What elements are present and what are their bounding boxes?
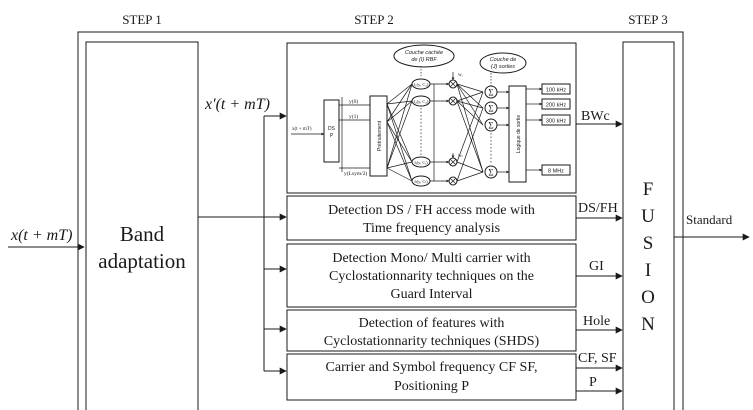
fusion-letter-n: N (641, 314, 655, 335)
band-output-300khz (541, 114, 571, 126)
fusion-letter-s: S (643, 233, 654, 254)
svg-text:Σ: Σ (488, 88, 493, 98)
step-1-label: STEP 1 (122, 12, 162, 27)
fusion-letter-f: F (643, 179, 654, 200)
fusion-block (622, 41, 675, 410)
fusion-letter-i: I (645, 260, 651, 281)
svg-text:fₗ(y, Cₗ): fₗ(y, Cₗ) (414, 179, 428, 185)
output-layer-label-bubble (479, 52, 527, 74)
gi-label: GI (589, 259, 604, 274)
sample-label-1: y(1) (349, 113, 358, 120)
fusion-letter-u: U (641, 206, 655, 227)
p-label: P (589, 375, 597, 390)
bwc-label: BWc (581, 109, 610, 124)
cfsf-label: CF, SF (578, 351, 617, 366)
band-adaptation-line-2: adaptation (98, 249, 186, 273)
detection-shds-block (286, 309, 577, 352)
svg-text:Couche cachée: Couche cachée (405, 50, 443, 56)
fusion-letter-o: O (641, 287, 655, 308)
mid-signal-label: x′(t + mT) (204, 96, 270, 113)
detection-gi-block (286, 243, 577, 308)
sample-label-0: y(0) (349, 98, 358, 105)
step-2-label: STEP 2 (354, 12, 394, 27)
detection-dsfh-line-1: Detection DS / FH access mode with (328, 203, 535, 218)
band-output-200khz (541, 98, 571, 110)
preprocessing-block (369, 95, 388, 177)
svg-text:8 MHz: 8 MHz (548, 169, 564, 175)
svg-text:DS: DS (328, 126, 336, 132)
band-output-100khz (541, 83, 571, 95)
band-output-8mhz (541, 164, 571, 176)
detection-gi-line-1: Detection Mono/ Multi carrier with (332, 251, 530, 266)
carrier-symbol-line-2: Positioning P (394, 379, 469, 394)
svg-text:f₁(y, C₁): f₁(y, C₁) (414, 82, 429, 88)
rbf-network-internals: x(t + mT) DS P y(0) y(1) y(Lsym/2) Prétr… (291, 44, 571, 187)
carrier-symbol-block (286, 353, 577, 401)
svg-text:Logique de sortie: Logique de sortie (516, 115, 522, 154)
carrier-symbol-line-1: Carrier and Symbol frequency CF SF, (326, 360, 538, 375)
svg-text:Σ: Σ (488, 104, 493, 114)
detection-dsfh-line-2: Time frequency analysis (363, 221, 500, 236)
svg-text:100 kHz: 100 kHz (546, 88, 566, 94)
hidden-layer-label-bubble (393, 44, 455, 68)
svg-text:de (I) RBF: de (I) RBF (411, 57, 437, 63)
svg-text:Prétraitement: Prétraitement (377, 120, 383, 151)
svg-text:wᵢ: wᵢ (458, 73, 463, 78)
detection-gi-line-3: Guard Interval (390, 287, 472, 302)
svg-text:Σ: Σ (488, 168, 493, 178)
svg-text:f₂(y, C₂): f₂(y, C₂) (414, 99, 429, 105)
svg-text:Σ: Σ (488, 121, 493, 131)
svg-text:wₗ: wₗ (458, 154, 463, 159)
dsfh-label: DS/FH (578, 201, 618, 216)
detection-dsfh-block (286, 195, 577, 241)
detection-gi-line-2: Cyclostationnarity techniques on the (329, 269, 534, 284)
band-adaptation-block (85, 41, 199, 410)
standard-output-label: Standard (686, 212, 733, 227)
svg-text:300 kHz: 300 kHz (546, 119, 566, 125)
sample-label-2: y(Lsym/2) (344, 170, 367, 177)
input-signal-label: x(t + mT) (10, 227, 72, 244)
detection-shds-line-2: Cyclostationnarity techniques (SHDS) (324, 334, 540, 349)
svg-text:fᵢ(y, Cᵢ): fᵢ(y, Cᵢ) (414, 160, 428, 166)
hole-label: Hole (583, 314, 610, 329)
svg-text:P: P (330, 133, 334, 139)
svg-text:200 kHz: 200 kHz (546, 103, 566, 109)
band-adaptation-line-1: Band (120, 222, 165, 246)
svg-text:(J) sorties: (J) sorties (491, 64, 515, 70)
outer-frame (77, 31, 684, 410)
output-logic-block (508, 85, 527, 183)
ds-p-block (323, 99, 340, 163)
detection-shds-line-1: Detection of features with (359, 316, 505, 331)
step-3-label: STEP 3 (628, 12, 668, 27)
rbf-input-label: x(t + mT) (292, 127, 312, 132)
svg-text:Couche de: Couche de (490, 57, 517, 63)
